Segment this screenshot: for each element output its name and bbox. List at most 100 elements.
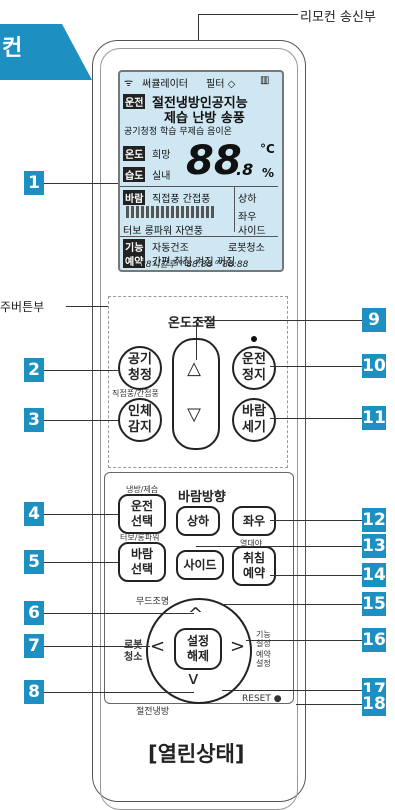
callout-badge-7: 7 — [24, 634, 44, 658]
callout-badge-15: 15 — [362, 592, 386, 616]
leader-line — [270, 520, 362, 521]
lcd-circulator: 써큘레이터 — [142, 79, 188, 90]
dpad-up-button[interactable]: ^ — [188, 604, 204, 625]
leader-line — [44, 514, 118, 515]
leader-line — [296, 704, 362, 705]
leader-line — [44, 613, 194, 614]
callout-badge-18: 18 — [362, 692, 386, 716]
leader-line — [44, 562, 118, 563]
body-sense-top-label: 직접풍/간접풍 — [112, 389, 159, 398]
lcd-func-tag: 기능 — [123, 239, 146, 254]
wind-strength-bar — [126, 206, 216, 218]
lcd-display: ᯤ 써큘레이터 필터 ◇ ▥ 운전 절전냉방인공지능 제습 난방 송풍 공기청정… — [118, 70, 284, 272]
leader-line — [270, 366, 362, 367]
sleep-resv-top-label: 열대야 — [240, 539, 263, 548]
reset-button[interactable]: RESET ● — [242, 694, 282, 704]
lcd-resv-tag: 예약 — [123, 253, 146, 268]
run-select-top-label: 냉방/제습 — [126, 485, 159, 494]
leader-line — [222, 690, 362, 691]
callout-badge-3: 3 — [24, 408, 44, 432]
leader-line — [198, 14, 298, 15]
leader-line — [42, 183, 118, 184]
lcd-side: 사이드 — [238, 226, 266, 237]
leader-line — [66, 306, 108, 307]
leader-line — [246, 640, 362, 641]
lcd-hope: 희망 — [152, 150, 171, 161]
callout-badge-1: 1 — [24, 171, 44, 195]
temp-section-title: 온도조절 — [168, 316, 216, 331]
lcd-mode-tag: 운전 — [123, 94, 146, 109]
lcd-robot: 로봇청소 — [228, 243, 265, 254]
callout-badge-13: 13 — [362, 534, 386, 558]
lcd-filter: 필터 ◇ — [206, 79, 236, 90]
lcd-wind-dir-2: 좌우 — [238, 212, 257, 223]
signal-icon: ᯤ — [124, 78, 134, 89]
leader-line — [196, 546, 362, 547]
leader-line — [222, 604, 362, 605]
lcd-modes-3: 공기청정 학습 무제습 음이온 — [124, 127, 232, 137]
leader-line — [44, 370, 118, 371]
lcd-func-text: 자동건조 — [152, 243, 189, 254]
leader-line — [270, 575, 362, 576]
wind-select-top-label: 터보/롱파워 — [120, 533, 160, 542]
lcd-divider — [120, 236, 278, 237]
leader-line — [196, 320, 362, 321]
temp-rocker — [172, 338, 220, 450]
lcd-divider — [234, 186, 235, 232]
lcd-temp-tag: 온도 — [123, 146, 146, 161]
main-button-area — [108, 296, 288, 468]
callout-badge-14: 14 — [362, 563, 386, 587]
leader-line — [44, 420, 118, 421]
lcd-small-digits: .8 — [236, 160, 254, 179]
lcd-modes-2: 제습 난방 송풍 — [164, 111, 245, 126]
lcd-wind-tag: 바람 — [123, 190, 146, 205]
remote-transmitter-label: 리모컨 송신부 — [300, 10, 376, 25]
power-led — [251, 336, 257, 342]
temp-up-button[interactable]: △ — [187, 358, 201, 379]
leader-line — [44, 692, 194, 693]
leader-line — [44, 646, 150, 647]
header-title: 컨 — [2, 36, 23, 61]
callout-badge-2: 2 — [24, 358, 44, 382]
leftright-button[interactable]: 좌우 — [232, 506, 276, 536]
lcd-unit-pct: % — [262, 166, 275, 180]
dpad-down-button[interactable]: v — [188, 668, 199, 689]
callout-badge-10: 10 — [362, 354, 386, 378]
updown-button[interactable]: 상하 — [176, 506, 220, 536]
battery-icon: ▥ — [260, 75, 270, 86]
callout-badge-8: 8 — [24, 680, 44, 704]
side-button[interactable]: 사이드 — [176, 550, 224, 580]
lcd-big-digits: 88 — [186, 138, 242, 184]
callout-badge-6: 6 — [24, 601, 44, 625]
main-button-label: 주버튼부 — [0, 300, 45, 314]
mood-light-label: 무드조명 — [136, 597, 170, 607]
callout-badge-5: 5 — [24, 550, 44, 574]
dpad-left-button[interactable]: < — [150, 636, 166, 657]
state-caption: [열린상태] — [148, 742, 245, 766]
lcd-wind-types: 직접풍 간접풍 — [152, 194, 211, 205]
robot-clean-label: 로봇청소 — [124, 640, 143, 663]
lcd-wind-bottom: 터보 롱파워 자연풍 — [123, 226, 203, 237]
lcd-indoor: 실내 — [152, 171, 171, 182]
lcd-time-line: 88시간후 ⁰⁰88:88 ⁰⁰88:88 — [140, 260, 249, 270]
callout-badge-12: 12 — [362, 508, 386, 532]
callout-badge-16: 16 — [362, 628, 386, 652]
leader-line — [270, 418, 362, 419]
lcd-wind-dir-1: 상하 — [238, 194, 257, 205]
save-cool-label: 절전냉방 — [136, 707, 170, 717]
lcd-resv-text: 간편 취침 켜짐 꺼짐 — [152, 257, 236, 268]
lcd-hum-tag: 습도 — [123, 167, 146, 182]
temp-down-button[interactable]: ▽ — [187, 404, 201, 425]
lcd-divider — [120, 186, 278, 187]
dpad-right-button[interactable]: > — [230, 636, 246, 657]
